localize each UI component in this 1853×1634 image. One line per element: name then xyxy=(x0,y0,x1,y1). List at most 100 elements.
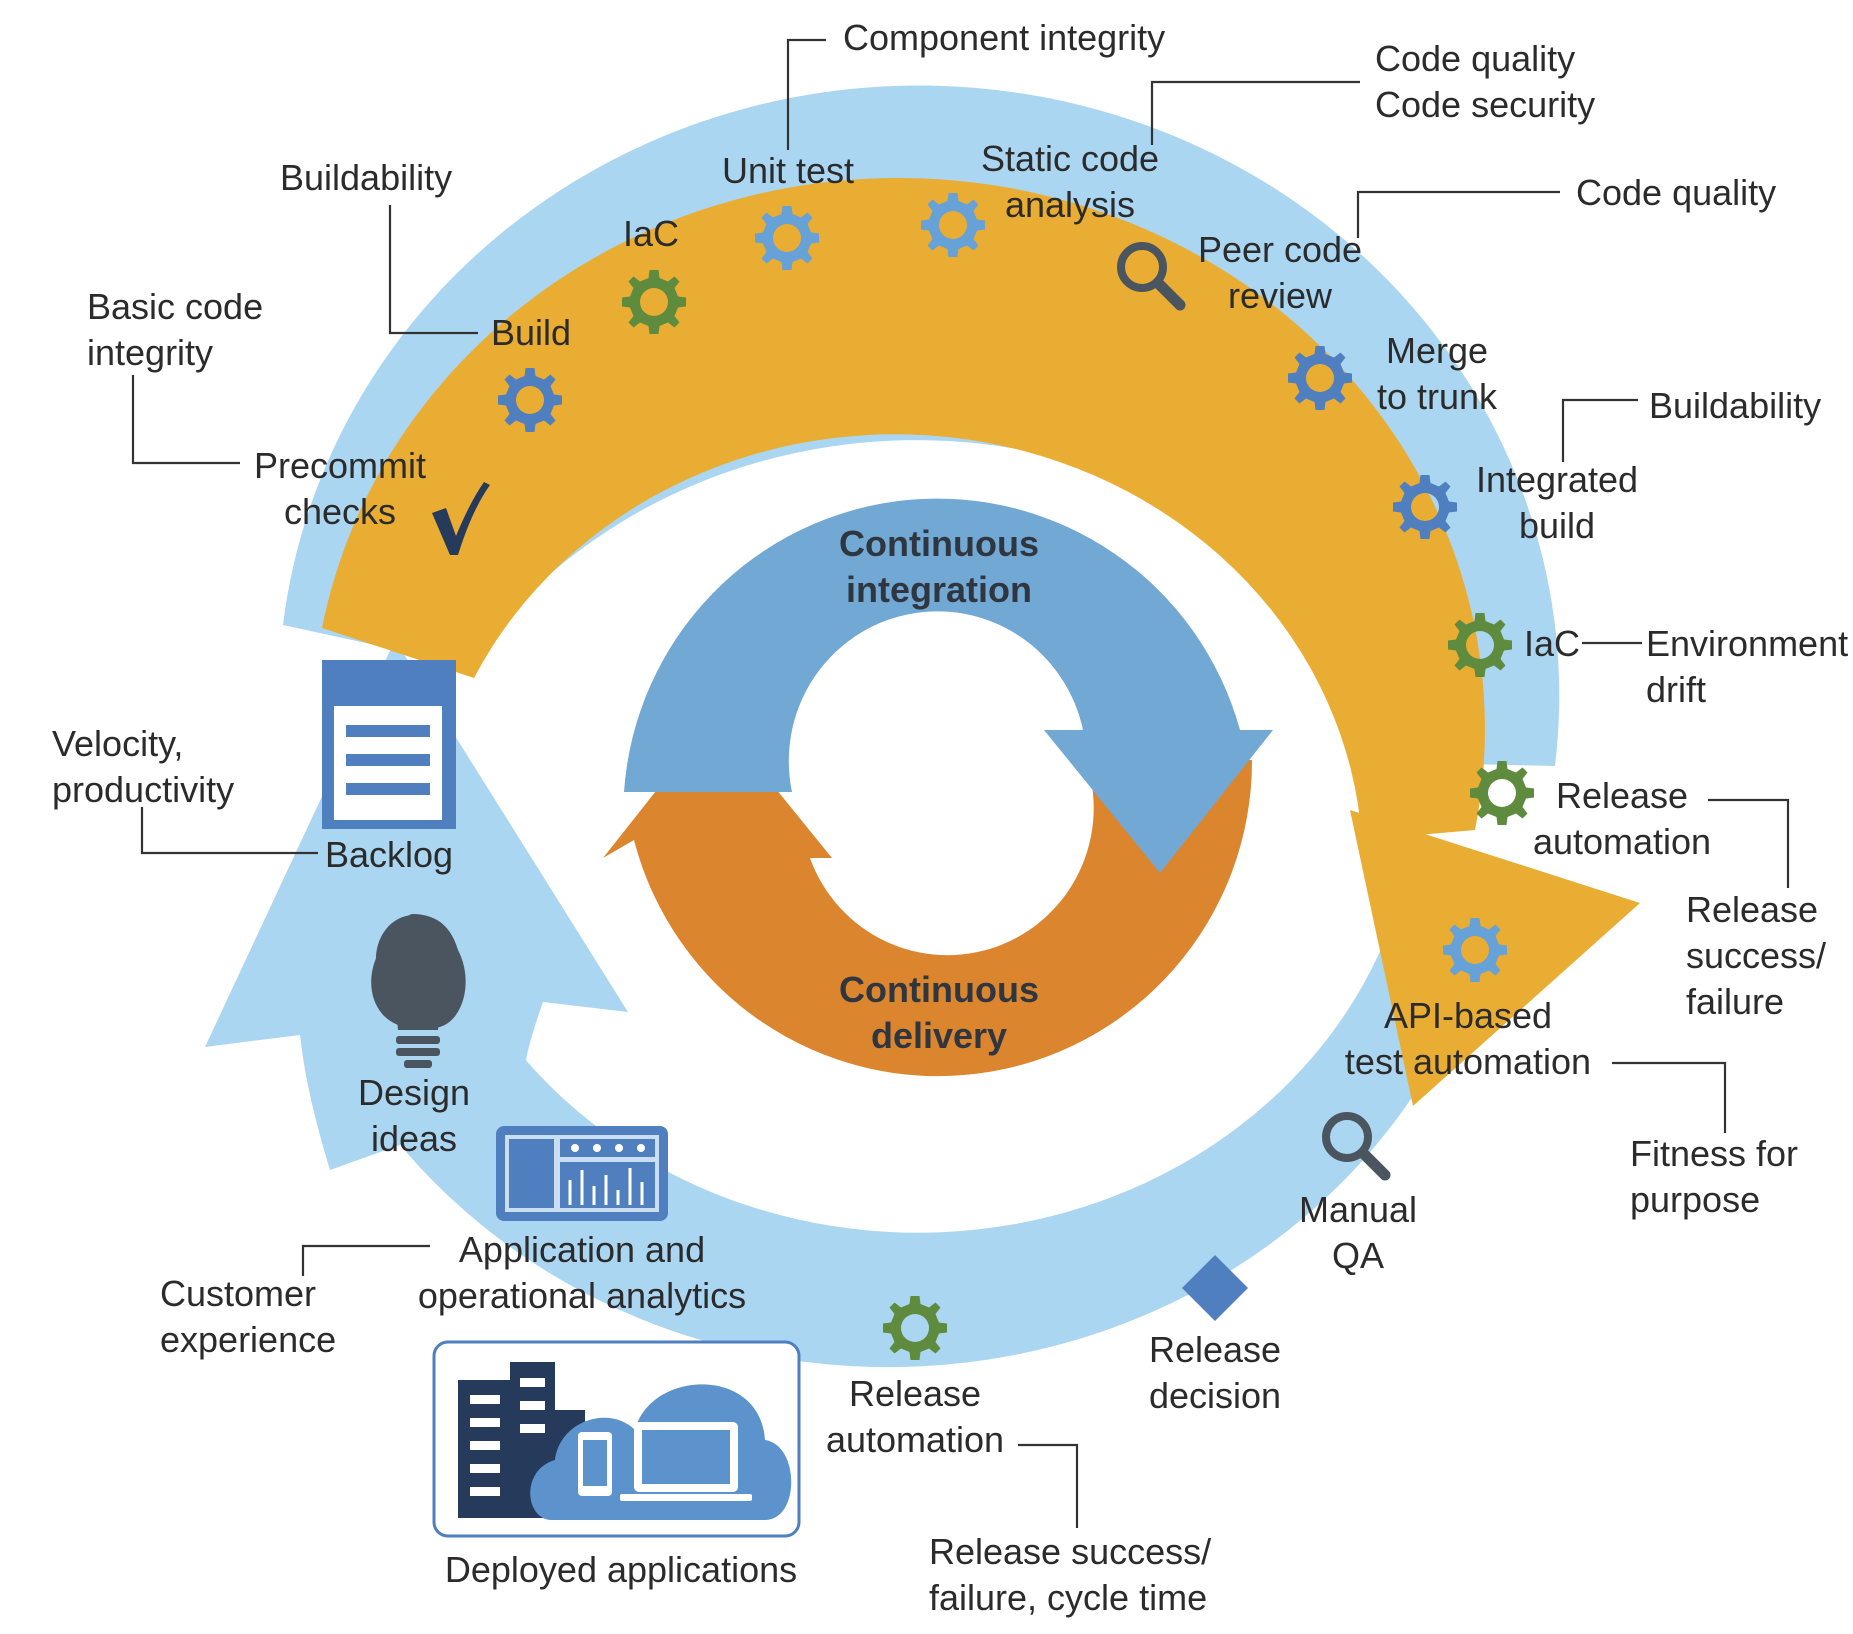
metric-component-integrity-line: Component integrity xyxy=(843,17,1165,58)
leader-release-success-failure xyxy=(1708,798,1790,888)
metric-buildability-top: Buildability xyxy=(280,157,452,198)
backlog-label: Backlog xyxy=(325,834,453,875)
leader-code-quality-security xyxy=(1150,80,1360,145)
leader-velocity-productivity xyxy=(140,807,318,855)
release-decision-label-line: decision xyxy=(1149,1375,1281,1416)
metric-basic-code-integrity-line: integrity xyxy=(87,332,213,373)
metric-basic-code-integrity: Basic code integrity xyxy=(87,286,263,373)
analytics-label: Application and operational analytics xyxy=(418,1229,746,1316)
manual-qa-label-line: QA xyxy=(1332,1235,1384,1276)
unit-test-label-line: Unit test xyxy=(722,150,854,191)
outer-ring-bottom xyxy=(318,940,1480,1368)
release-decision-label-line: Release xyxy=(1149,1329,1281,1370)
leader-release-success-cycle xyxy=(1018,1443,1079,1528)
ci-stage-icons xyxy=(432,193,1534,982)
metric-component-integrity: Component integrity xyxy=(843,17,1165,58)
metric-release-success-cycle-line: failure, cycle time xyxy=(929,1577,1207,1618)
api-test-label-line: test automation xyxy=(1345,1041,1591,1082)
integrated-build-label-line: build xyxy=(1519,505,1595,546)
lightbulb-icon xyxy=(371,914,466,1068)
metric-code-quality: Code quality xyxy=(1576,172,1776,213)
iac-top-label: IaC xyxy=(623,213,679,254)
metric-environment-drift-line: Environment xyxy=(1646,623,1848,664)
metric-code-quality-security-line: Code quality xyxy=(1375,38,1575,79)
outer-loop-arrowhead xyxy=(205,640,628,1170)
iac-top-label-line: IaC xyxy=(623,213,679,254)
static-analysis-label-line: analysis xyxy=(1005,184,1135,225)
cd-stage-icons xyxy=(322,660,1385,1538)
merge-label-line: to trunk xyxy=(1377,376,1498,417)
dashboard-icon xyxy=(496,1126,668,1221)
design-ideas-label-line: Design xyxy=(358,1072,470,1113)
metric-release-success-failure-line: success/ xyxy=(1686,935,1826,976)
static-analysis-label: Static code analysis xyxy=(981,138,1159,225)
metric-code-quality-security-line: Code security xyxy=(1375,84,1595,125)
ci-arrow xyxy=(624,498,1273,873)
leader-component-integrity xyxy=(786,38,826,150)
ci-title: Continuous integration xyxy=(839,523,1039,610)
unit-test-label: Unit test xyxy=(722,150,854,191)
metric-buildability-right: Buildability xyxy=(1649,385,1821,426)
merge-label-line: Merge xyxy=(1386,330,1488,371)
metric-velocity-productivity-line: Velocity, xyxy=(52,723,183,764)
analytics-label-line: Application and xyxy=(459,1229,705,1270)
leader-fitness-for-purpose xyxy=(1612,1061,1727,1133)
deployed-apps-icon xyxy=(432,1340,801,1538)
peer-review-label: Peer code review xyxy=(1198,229,1362,316)
analytics-label-line: operational analytics xyxy=(418,1275,746,1316)
metric-customer-experience-line: Customer xyxy=(160,1273,316,1314)
ci-title-line: Continuous xyxy=(839,523,1039,564)
metric-velocity-productivity-line: productivity xyxy=(52,769,234,810)
precommit-label-line: Precommit xyxy=(254,445,426,486)
manual-qa-label-line: Manual xyxy=(1299,1189,1417,1230)
metric-code-quality-line: Code quality xyxy=(1576,172,1776,213)
release-automation-bottom-label-line: automation xyxy=(826,1419,1004,1460)
metric-basic-code-integrity-line: Basic code xyxy=(87,286,263,327)
cd-title-line: Continuous xyxy=(839,969,1039,1010)
metric-release-success-cycle-line: Release success/ xyxy=(929,1531,1211,1572)
backlog-label-line: Backlog xyxy=(325,834,453,875)
deployed-label-line: Deployed applications xyxy=(445,1549,797,1590)
iac-right-label-line: IaC xyxy=(1524,623,1580,664)
design-ideas-label: Design ideas xyxy=(358,1072,470,1159)
deployed-label: Deployed applications xyxy=(445,1549,797,1590)
peer-review-label-line: Peer code xyxy=(1198,229,1362,270)
build-label: Build xyxy=(491,312,571,353)
metric-buildability-right-line: Buildability xyxy=(1649,385,1821,426)
peer-review-label-line: review xyxy=(1228,275,1333,316)
metric-buildability-top-line: Buildability xyxy=(280,157,452,198)
leader-lines xyxy=(131,38,1790,1528)
metric-fitness-for-purpose-line: Fitness for xyxy=(1630,1133,1798,1174)
ci-band-arc xyxy=(322,177,1485,840)
design-ideas-label-line: ideas xyxy=(371,1118,457,1159)
ci-title-line: integration xyxy=(846,569,1032,610)
leader-buildability-top xyxy=(388,205,478,335)
gear-icon xyxy=(1470,761,1534,825)
merge-label: Merge to trunk xyxy=(1377,330,1498,417)
metric-release-success-cycle: Release success/failure, cycle time xyxy=(929,1531,1211,1618)
cd-arrow xyxy=(603,715,1253,1077)
static-analysis-label-line: Static code xyxy=(981,138,1159,179)
metric-release-success-failure-line: Release xyxy=(1686,889,1818,930)
leader-customer-experience xyxy=(301,1244,430,1276)
leader-code-quality xyxy=(1356,190,1560,238)
leader-buildability-right xyxy=(1561,398,1638,462)
document-icon xyxy=(322,660,456,829)
release-automation-top-label-line: automation xyxy=(1533,821,1711,862)
release-decision-label: Release decision xyxy=(1149,1329,1281,1416)
build-label-line: Build xyxy=(491,312,571,353)
